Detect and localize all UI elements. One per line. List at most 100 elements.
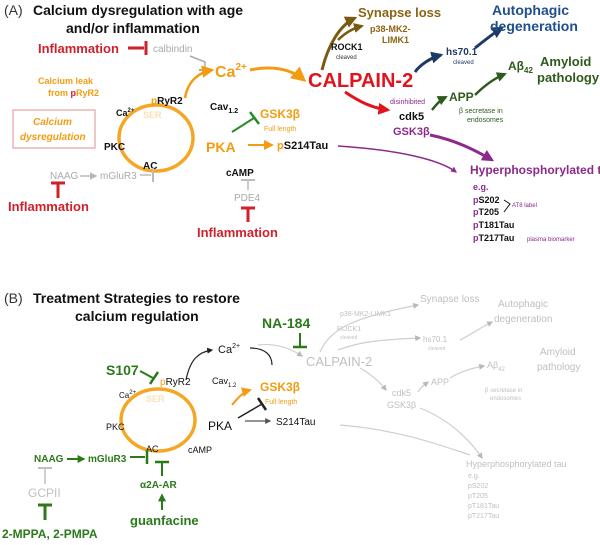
- eg-grey-label: e.g.: [468, 473, 480, 480]
- ser-label-b: SER: [146, 394, 165, 404]
- calbindin-label: calbindin: [153, 44, 192, 55]
- a2a-ar-label: α2A-AR: [140, 480, 177, 491]
- ser-label: SER: [143, 110, 162, 120]
- beta-secretase-grey-line2: endosomes: [490, 396, 521, 402]
- pkc-label-b: PKC: [106, 422, 125, 432]
- gsk3b-full-length-b: Full length: [265, 399, 297, 406]
- hs701-cleaved-label: cleaved: [453, 60, 474, 66]
- arrow-ca2-to-cav-b: [249, 347, 273, 366]
- ca2-ion-label: Ca2+: [215, 62, 247, 81]
- synapse-loss-grey-label: Synapse loss: [420, 294, 479, 305]
- mglur3-grey-label: mGluR3: [100, 171, 137, 182]
- s107-inhibition-bar: [148, 371, 160, 385]
- pt205-label: pT205: [473, 207, 499, 217]
- pkc-label: PKC: [104, 142, 125, 153]
- gsk3b-grey-label: GSK3β: [387, 400, 416, 410]
- panel-a-title-line2: and/or inflammation: [66, 20, 200, 36]
- pt217tau-grey-label: pT217Tau: [468, 513, 499, 520]
- inflammation-top-label: Inflammation: [38, 41, 119, 56]
- app-label: APP: [449, 90, 474, 104]
- pryr2-label: pRyR2: [151, 96, 183, 107]
- arrow-hs701-to-autophagic-grey: [459, 321, 494, 341]
- ser-cycle-ring-b: [119, 387, 197, 453]
- naag-grey-label: NAAG: [50, 171, 79, 182]
- calcium-dysregulation-box: [12, 109, 96, 149]
- arrow-calpain2-to-cdk5: [344, 90, 391, 115]
- at8-bracket: [503, 199, 511, 213]
- pryr2-label-b: pRyR2: [160, 377, 191, 388]
- p38-line1: p38-MK2-: [370, 24, 411, 34]
- pt217tau-label: pT217Tau: [473, 233, 514, 243]
- ps214tau-label: pS214Tau: [277, 140, 328, 152]
- guanfacine-label: guanfacine: [130, 513, 199, 528]
- rock1-label: ROCK1: [331, 42, 363, 52]
- rock1-cleaved-label: cleaved: [336, 55, 357, 61]
- calcium-dysregulation-line2: dysregulation: [20, 132, 86, 143]
- app-grey-label: APP: [431, 377, 449, 387]
- na184-label: NA-184: [262, 315, 310, 331]
- naag-green-label: NAAG: [34, 454, 64, 465]
- panel-b-title-line2: calcium regulation: [75, 308, 199, 324]
- p38-grey-label: p38-MK2-LIMK1: [340, 311, 391, 318]
- arrow-pka-to-cav-b: [231, 387, 252, 406]
- pka-inhibits-gsk3b-bar: [249, 111, 260, 125]
- pka-label-b: PKA: [208, 419, 232, 433]
- p38-line2: LIMK1: [382, 35, 409, 45]
- calpain2-label: CALPAIN-2: [308, 70, 413, 92]
- pt181tau-grey-label: pT181Tau: [468, 503, 499, 510]
- beta-secretase-line2: endosomes: [467, 117, 504, 124]
- amyloid-line1: Amyloid: [540, 54, 591, 69]
- ca2-small-label: Ca2+: [116, 108, 135, 118]
- pka-inhibits-gsk3b-line-b: [237, 403, 263, 419]
- abeta42-grey-label: Aβ42: [487, 360, 506, 373]
- cav12-label: Cav1.2: [210, 102, 238, 115]
- ps202-grey-label: pS202: [468, 483, 488, 490]
- beta-secretase-grey-line1: β secretase in: [485, 388, 522, 394]
- arrow-cdk5-to-app-grey: [417, 381, 429, 393]
- arrow-ca2-to-calpain2-grey: [257, 343, 303, 357]
- panel-b-title-line1: Treatment Strategies to restore: [33, 290, 240, 306]
- s214tau-label-b: S214Tau: [276, 417, 315, 428]
- beta-secretase-line1: β secretase in: [459, 108, 503, 115]
- calcium-dysregulation-line1: Calcium: [33, 117, 72, 128]
- arrow-calpain2-to-cdk5-grey: [359, 367, 387, 391]
- arrow-ryr2-to-ca2-b: [185, 347, 214, 381]
- arrow-cdk5-to-app: [431, 95, 448, 111]
- ca2-small-label-b: Ca2+: [119, 390, 137, 400]
- gsk3b-label-b: GSK3β: [260, 380, 300, 394]
- arrow-calpain2-to-hs701: [413, 51, 444, 73]
- calcium-leak-line1: Calcium leak: [38, 76, 94, 86]
- arrow-s214tau-to-hyperphosphorylated: [337, 145, 457, 173]
- arrow-calpain2-to-synapse-loss: [320, 16, 358, 71]
- inflammation-bottom-label: Inflammation: [197, 225, 278, 240]
- autophagic-grey-line2: degeneration: [494, 314, 552, 325]
- s107-inhibition-line: [139, 370, 154, 379]
- pka-inhibits-gsk3b-bar-b: [256, 397, 268, 411]
- rock1-grey-label: ROCK1: [337, 326, 361, 333]
- panel-a-label: (A): [4, 2, 23, 18]
- arrow-app-to-abeta: [474, 72, 507, 96]
- gsk3b-purple-label: GSK3β: [393, 126, 430, 138]
- hs701-grey-label: hs70.1: [423, 335, 448, 344]
- arrow-ryr2-to-ca2: [183, 65, 215, 99]
- amyloid-line2: pathology: [537, 70, 600, 85]
- ser-cycle-ring: [117, 103, 195, 173]
- arrow-calpain2-to-p38: [337, 23, 364, 41]
- hs701-grey-cleaved: cleaved: [428, 346, 445, 352]
- at8-label: AT8 label: [512, 203, 537, 209]
- ca2-black-label: Ca2+: [218, 343, 240, 356]
- hyperphosphorylated-tau-grey-label: Hyperphosphorylated tau: [466, 459, 567, 469]
- calpain2-grey-label: CALPAIN-2: [306, 354, 372, 369]
- abeta42-label: Aβ42: [508, 59, 533, 75]
- pde4-label: PDE4: [234, 193, 261, 204]
- pt181tau-label: pT181Tau: [473, 220, 514, 230]
- pka-label: PKA: [206, 139, 236, 155]
- arrow-gsk3b-to-hyperphosphorylated: [429, 133, 495, 162]
- ac-label-b: AC: [146, 444, 159, 454]
- autophagic-line1: Autophagic: [492, 2, 569, 18]
- gcpii-label: GCPII: [28, 486, 61, 500]
- camp-label: cAMP: [226, 168, 254, 179]
- ps202-label: pS202: [473, 195, 500, 205]
